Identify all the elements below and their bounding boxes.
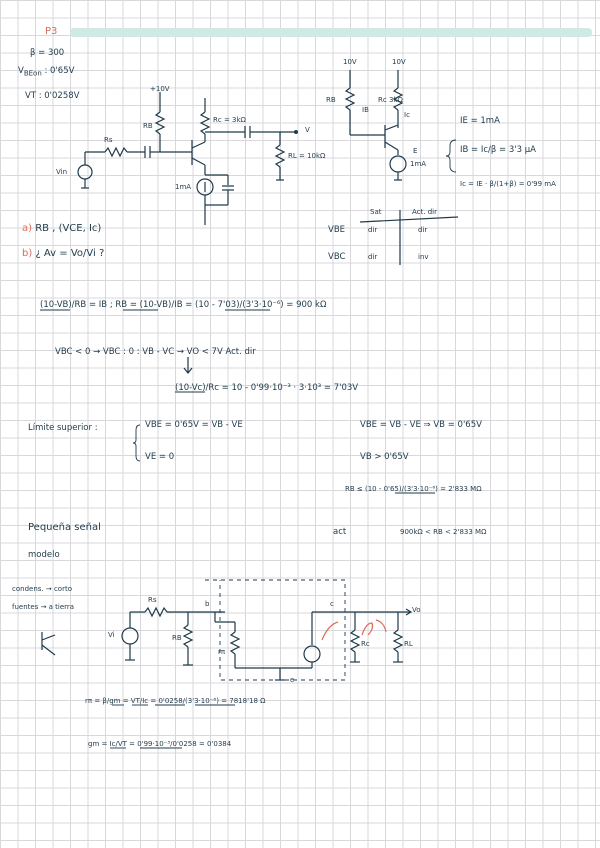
e-label: E — [413, 147, 418, 155]
vcc2-label: 10V — [392, 58, 406, 66]
problem-label: P3 — [45, 26, 58, 37]
table-col-sat: Sat — [370, 208, 382, 216]
table-row2-sat: dir — [368, 253, 378, 261]
rl-label: RL = 10kΩ — [288, 152, 326, 160]
rc2-label: Rc 3kΩ — [378, 96, 403, 104]
ss-vo-label: Vo — [412, 606, 421, 614]
limit-result2: VB > 0'65V — [360, 452, 409, 462]
ie-equation: IE = 1mA — [460, 116, 500, 126]
ss-c-label: c — [330, 600, 334, 608]
rs-label: Rs — [104, 136, 113, 144]
calc-vc: (10-Vc)/Rc = 10 - 0'99·10⁻³ · 3·10³ = 7'… — [175, 383, 359, 393]
amplifier-circuit — [77, 92, 298, 225]
rb2-label: RB — [326, 96, 336, 104]
rc-label: Rc = 3kΩ — [213, 116, 246, 124]
header-highlight-bar — [70, 28, 592, 37]
vcc-label: +10V — [150, 85, 170, 93]
rb-bound: RB ≤ (10 - 0'65)/(3'3·10⁻⁶) = 2'833 MΩ — [345, 485, 482, 493]
calc-vbc: VBC < 0 → VBC : 0 : VB - VC → VO < 7V Ac… — [55, 347, 256, 357]
current2-label: 1mA — [410, 160, 427, 168]
current-source-label: 1mA — [175, 183, 192, 191]
ss-vi-label: Vi — [108, 631, 115, 639]
table-row1-act: dir — [418, 226, 428, 234]
question-a: a) RB , (VCE, Ic) — [22, 223, 102, 234]
rb-label: RB — [143, 122, 153, 130]
table-row1-sat: dir — [368, 226, 378, 234]
ss-rs-label: Rs — [148, 596, 157, 604]
ib-equation: IB = Ic/β = 3'3 μA — [460, 145, 536, 155]
table-row2-label: VBC — [328, 252, 346, 262]
note-sources: fuentes → a tierra — [12, 603, 75, 611]
note-capacitors: condens. → corto — [12, 585, 72, 593]
ss-b-label: b — [205, 600, 210, 608]
ss-rb-label: RB — [172, 634, 182, 642]
brace — [445, 139, 457, 173]
ib-label: IB — [362, 106, 369, 114]
limit-eq1: VBE = 0'65V = VB - VE — [145, 420, 243, 430]
ss-rc-label: Rc — [361, 640, 370, 648]
calc-rb: (10-VB)/RB = IB ; RB = (10-VB)/IB = (10 … — [40, 300, 327, 310]
dc-analysis-circuit — [344, 70, 407, 181]
vout-label: V — [305, 126, 310, 134]
table-rule-horizontal — [359, 216, 459, 223]
limit-eq2: VE = 0 — [145, 452, 175, 462]
ss-rl-label: RL — [404, 640, 413, 648]
ss-rpi-label: rπ — [218, 648, 226, 656]
table-row1-label: VBE — [328, 225, 346, 235]
ic-equation: Ic = IE · β/(1+β) = 0'99 mA — [460, 180, 556, 188]
ic-label: Ic — [404, 111, 410, 119]
small-signal-title: Pequeña señal — [28, 522, 101, 533]
limit-result1: VBE = VB - VE ⇒ VB = 0'65V — [360, 420, 482, 430]
rb-range: 900kΩ < RB < 2'833 MΩ — [400, 528, 487, 536]
vt-value: VT : 0'0258V — [25, 91, 80, 101]
act-label: act — [333, 527, 347, 537]
question-b: b) ¿ Av = Vo/Vi ? — [22, 248, 105, 259]
vin-label: Vin — [56, 168, 68, 176]
table-row2-act: inv — [418, 253, 429, 261]
limit-label: Límite superior : — [28, 423, 98, 433]
table-col-act: Act. dir — [412, 208, 437, 216]
gm-equation: gm = Ic/VT = 0'99·10⁻³/0'0258 = 0'0384 — [88, 740, 232, 748]
small-signal-circuit — [41, 579, 413, 681]
model-label: modelo — [28, 550, 60, 560]
vbe-on-label: VBEon : 0'65V — [18, 66, 75, 78]
beta-value: β = 300 — [30, 48, 65, 58]
ss-e-label: e — [290, 676, 295, 684]
rpi-equation: rπ = β/gm = VT/Ic = 0'0258/(3'3·10⁻⁶) = … — [85, 697, 266, 705]
vcc1-label: 10V — [343, 58, 357, 66]
